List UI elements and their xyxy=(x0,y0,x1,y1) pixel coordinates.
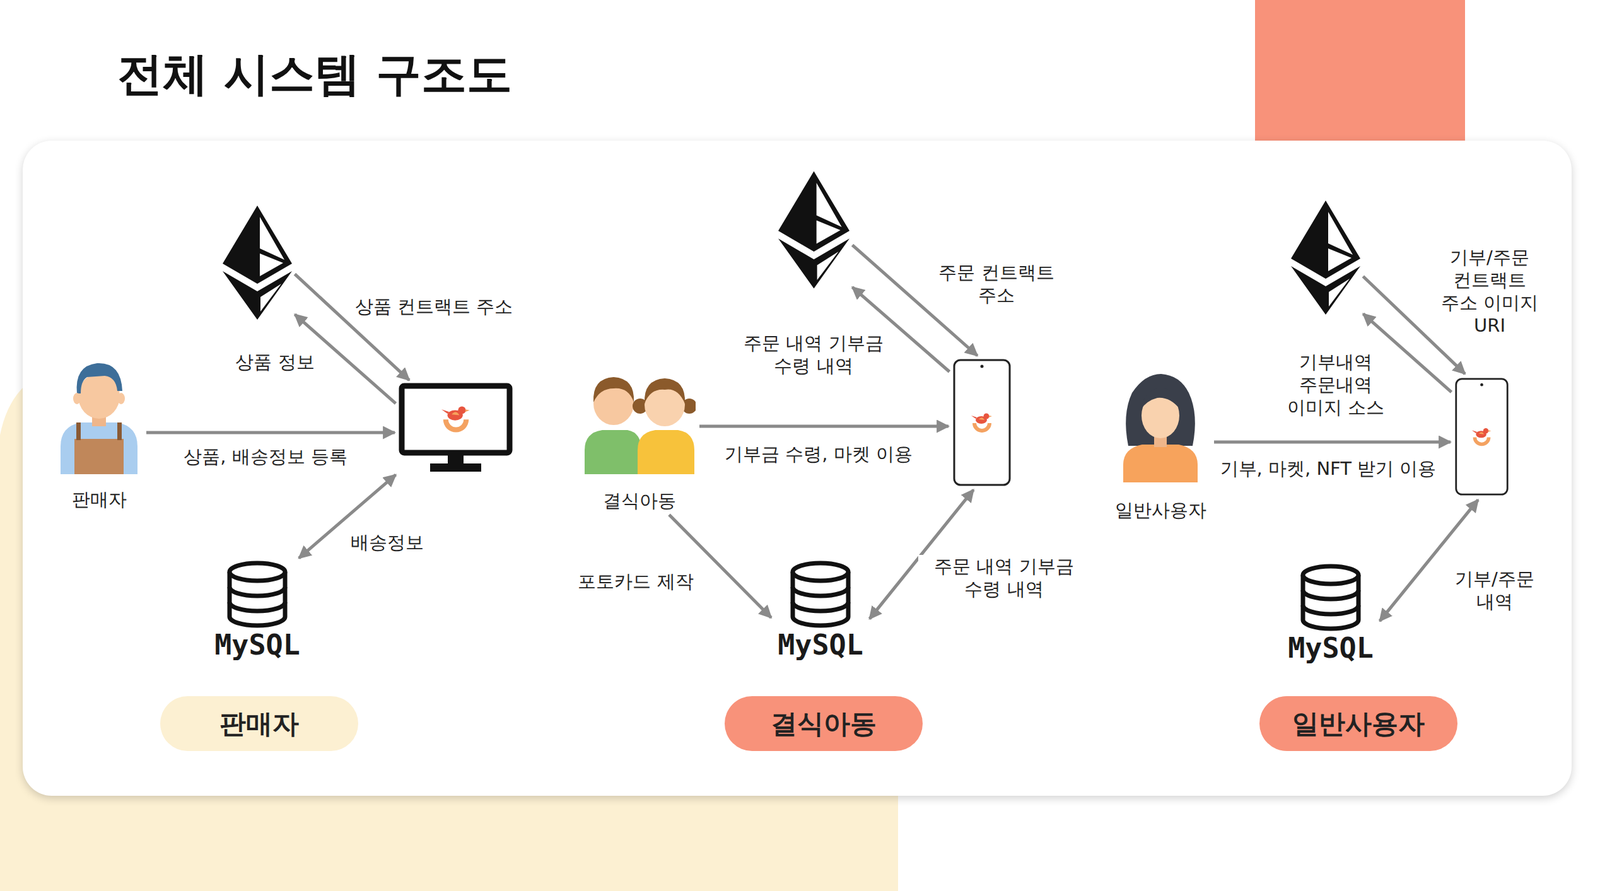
actor-node: 일반사용자 xyxy=(1111,370,1211,522)
section-pill: 일반사용자 xyxy=(1259,696,1458,752)
database-symbol xyxy=(792,563,849,626)
blockchain-node xyxy=(222,205,292,320)
edge-label: 기부금 수령, 마켓 이용 xyxy=(720,442,917,466)
monitor-symbol xyxy=(401,385,510,472)
phone-symbol xyxy=(1456,379,1508,495)
flow-arrow xyxy=(669,514,772,618)
section-pill: 결식아동 xyxy=(724,696,923,752)
accent-block xyxy=(1255,0,1466,147)
web-client-node xyxy=(398,382,513,475)
phone-symbol xyxy=(954,360,1010,485)
edge-label: 포토카드 제작 xyxy=(573,570,697,593)
database-symbol xyxy=(1302,566,1359,629)
actor-node: 결식아동 xyxy=(583,362,696,513)
flow-arrow xyxy=(699,425,949,429)
page-title: 전체 시스템 구조도 xyxy=(117,45,513,103)
user-figure xyxy=(1123,373,1198,483)
edge-label: 기부내역 주문내역 이미지 소스 xyxy=(1278,350,1394,419)
blockchain-node xyxy=(778,169,850,291)
edge-label: 배송정보 xyxy=(346,531,428,554)
node-label: 일반사용자 xyxy=(1115,498,1207,522)
ethereum-symbol xyxy=(222,205,292,320)
actor-node: 판매자 xyxy=(55,351,143,511)
mobile-client-node xyxy=(952,358,1012,487)
children-figure xyxy=(584,377,697,475)
ethereum-symbol xyxy=(1290,200,1361,315)
mobile-client-node xyxy=(1454,376,1510,497)
database-label: MySQL xyxy=(214,628,300,663)
pill-label: 판매자 xyxy=(219,707,299,741)
edge-label: 기부/주문 내역 xyxy=(1442,567,1548,614)
database-node: MySQL xyxy=(773,560,868,663)
edge-label: 기부/주문 컨트랙트 주소 이미지 URI xyxy=(1434,245,1546,337)
ethereum-symbol xyxy=(778,171,850,289)
flow-arrow xyxy=(146,431,395,435)
edge-label: 상품 컨트랙트 주소 xyxy=(351,295,517,318)
edge-label: 기부, 마켓, NFT 받기 이용 xyxy=(1216,457,1441,480)
node-label: 결식아동 xyxy=(602,489,677,513)
edge-label: 상품, 배송정보 등록 xyxy=(179,445,352,468)
database-label: MySQL xyxy=(777,628,863,663)
database-symbol xyxy=(229,563,286,626)
blockchain-node xyxy=(1290,200,1361,315)
pill-label: 일반사용자 xyxy=(1292,707,1425,741)
database-node: MySQL xyxy=(210,560,304,663)
flow-arrow xyxy=(1214,440,1451,444)
edge-label: 주문 컨트랙트 주소 xyxy=(926,261,1067,307)
edge-label: 주문 내역 기부금 수령 내역 xyxy=(918,554,1090,601)
database-node: MySQL xyxy=(1284,563,1378,666)
pill-label: 결식아동 xyxy=(770,707,877,741)
edge-label: 상품 정보 xyxy=(231,350,318,374)
section-pill: 판매자 xyxy=(160,696,359,752)
seller-figure xyxy=(60,363,138,475)
edge-label: 주문 내역 기부금 수령 내역 xyxy=(727,331,900,378)
database-label: MySQL xyxy=(1287,631,1373,666)
node-label: 판매자 xyxy=(71,488,127,511)
